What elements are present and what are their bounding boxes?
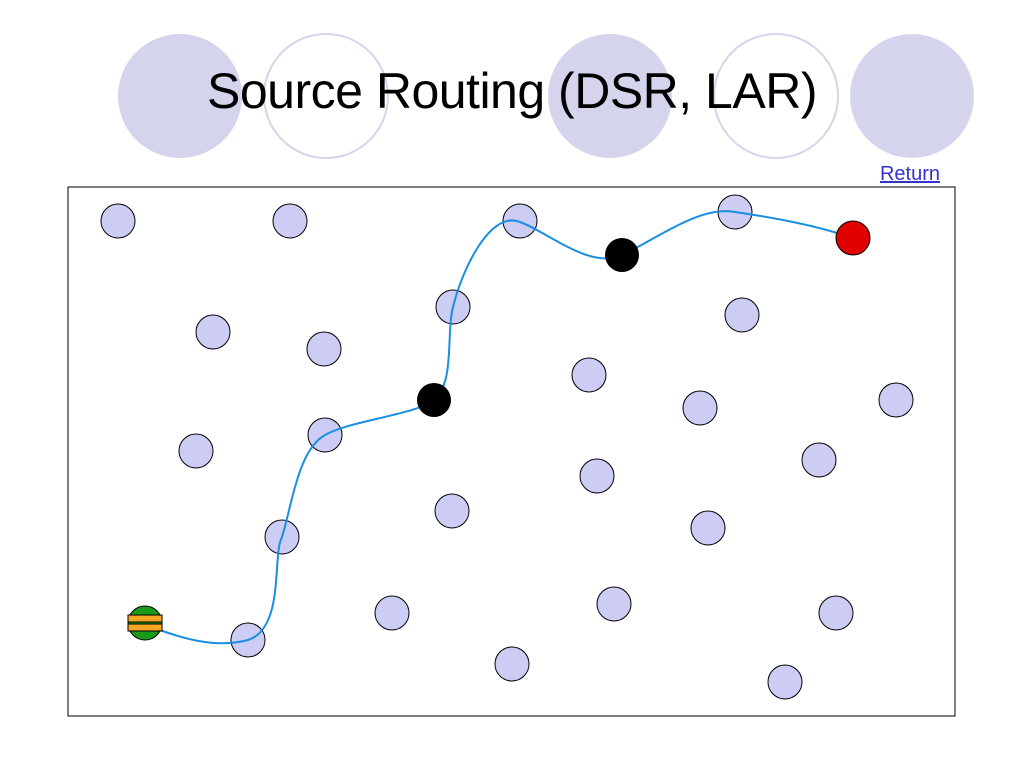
network-node [571,357,607,393]
network-node [596,586,632,622]
network-node [682,390,718,426]
network-node [878,382,914,418]
decor-circle-3 [548,34,672,158]
network-node [306,331,342,367]
decor-circle-1 [118,34,242,158]
network-node [494,646,530,682]
source-route-path [144,210,854,645]
title-decoration [118,33,974,159]
network-node [818,595,854,631]
network-node [195,314,231,350]
packet-stripe [127,623,163,632]
network-node [374,595,410,631]
network-node [690,510,726,546]
intermediate-hop-node [417,383,451,417]
nodes-layer [100,194,914,700]
return-link[interactable]: Return [879,163,940,185]
decor-circle-2 [263,33,389,159]
decor-circle-4 [713,33,839,159]
intermediate-hop-node [605,238,639,272]
source-node-circle [127,605,163,641]
network-node [178,433,214,469]
network-node [100,203,136,239]
network-node [767,664,803,700]
network-node [272,203,308,239]
network-node [724,297,760,333]
network-node [579,458,615,494]
packet-stripe [127,614,163,623]
network-node [434,493,470,529]
special-nodes-layer [127,220,871,641]
destination-node [835,220,871,256]
decor-circle-5 [850,34,974,158]
network-node [801,442,837,478]
packet-icon [127,614,163,632]
source-node [127,605,163,641]
slide-title: Source Routing (DSR, LAR) [207,63,817,119]
